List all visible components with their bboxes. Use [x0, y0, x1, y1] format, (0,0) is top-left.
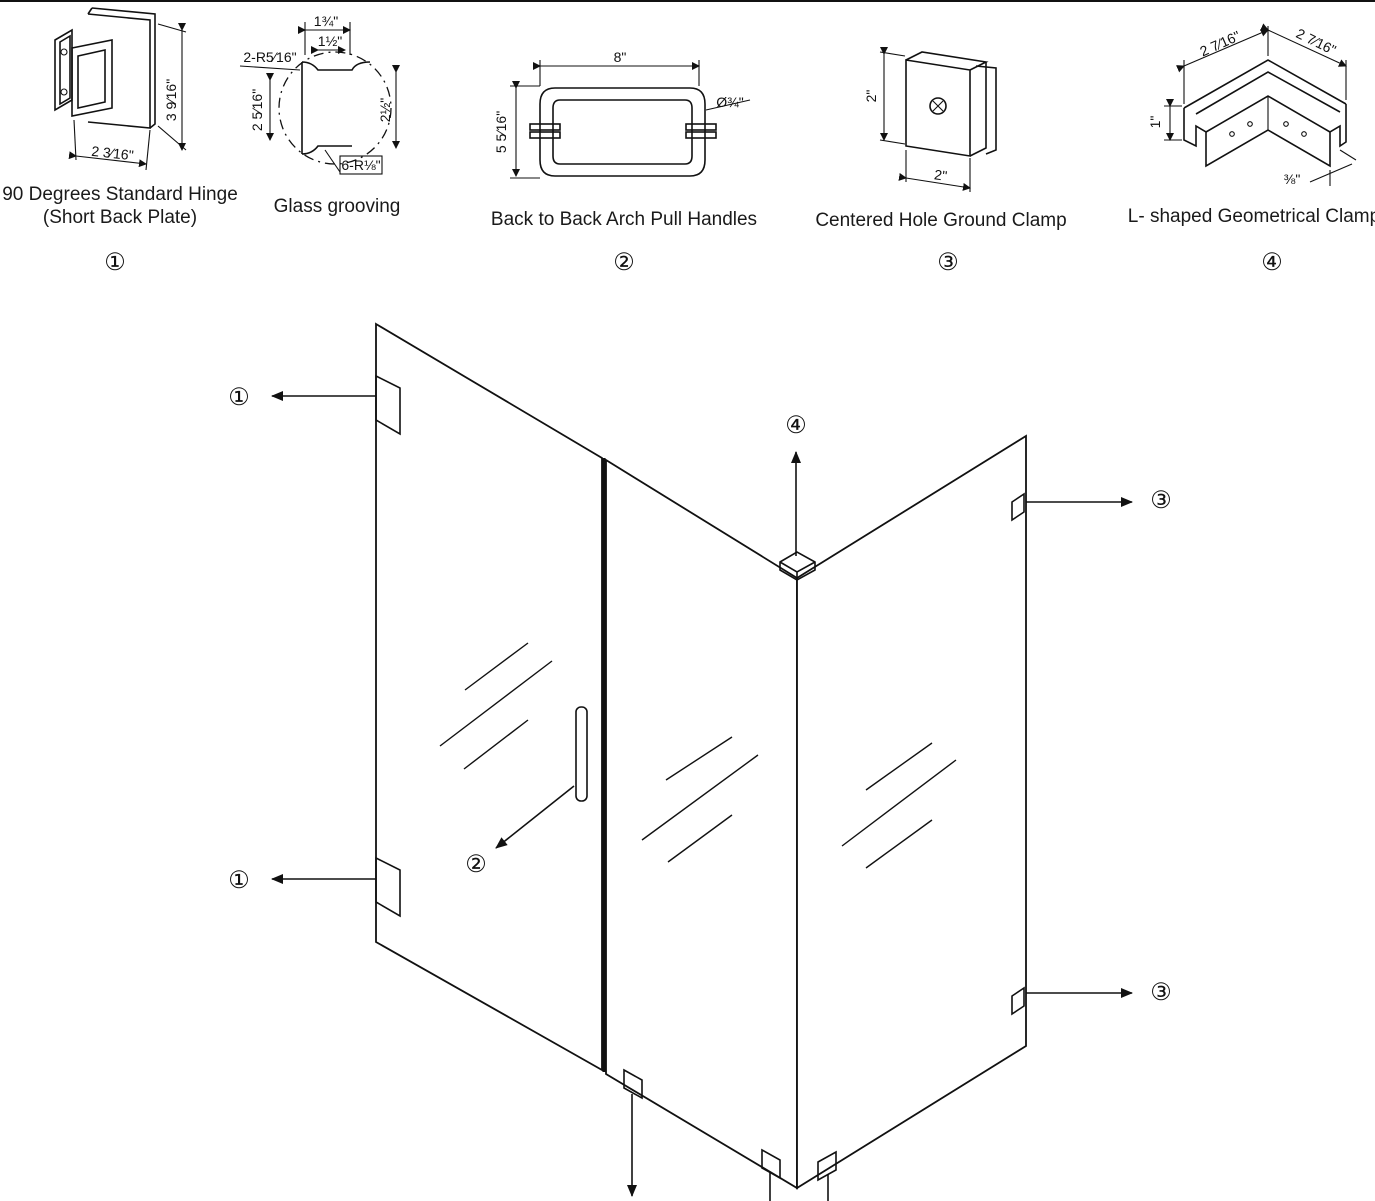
handle-number: ② — [613, 249, 635, 276]
handle-height-dim: 5 5⁄16" — [493, 111, 509, 153]
groove-corner-radius-dim: 6-R⅛" — [341, 157, 380, 173]
hinge-height-dim: 3 9⁄16" — [163, 79, 179, 121]
lclamp-height-dim: 1" — [1147, 116, 1163, 129]
hinge-width-dim: 2 3⁄16" — [91, 143, 135, 163]
glass-grooving-drawing — [239, 22, 400, 175]
callout-hinge-top: ① — [228, 384, 250, 411]
l-clamp-drawing — [1164, 23, 1357, 186]
callout-hinge-bottom: ① — [228, 867, 250, 894]
hinge-component-drawing — [54, 7, 187, 171]
return-panel — [796, 434, 1027, 1190]
handle-diameter-dim: Ø¾" — [716, 94, 744, 110]
callout-arrows — [271, 391, 1133, 1197]
lclamp-left-dim: 2 7⁄16" — [1197, 28, 1242, 60]
groove-right-height-dim: 2½" — [377, 98, 393, 122]
enclosure-glass-panels — [375, 322, 1027, 1190]
clamp-title: Centered Hole Ground Clamp — [815, 210, 1066, 231]
hinge-bottom-marker — [375, 856, 401, 918]
hinge-subtitle: (Short Back Plate) — [43, 207, 197, 228]
corner-clamp-marker — [779, 551, 816, 581]
ground-clamp-drawing — [879, 47, 997, 192]
handle-title: Back to Back Arch Pull Handles — [491, 209, 757, 230]
callout-clamp-top: ③ — [1150, 487, 1172, 514]
handle-length-dim: 8" — [614, 49, 627, 65]
clamp-number: ③ — [937, 249, 959, 276]
clamp-bottom-marker — [1011, 986, 1025, 1016]
hinge-number: ① — [104, 249, 126, 276]
lclamp-title: L- shaped Geometrical Clamp — [1128, 206, 1375, 227]
groove-width-dim: 1¾" — [314, 13, 338, 29]
groove-radius-dim: 2-R5⁄16" — [243, 49, 296, 65]
callout-handle: ② — [465, 851, 487, 878]
door-handle-marker — [575, 706, 588, 802]
pull-handle-drawing — [510, 60, 751, 179]
callout-clamp-bottom: ③ — [1150, 979, 1172, 1006]
groove-left-height-dim: 2 5⁄16" — [249, 89, 265, 131]
lclamp-thickness-dim: ⅜" — [1284, 171, 1301, 187]
lclamp-number: ④ — [1261, 249, 1283, 276]
hinge-title: 90 Degrees Standard Hinge — [2, 184, 238, 205]
clamp-top-marker — [1011, 492, 1025, 522]
door-panel — [375, 322, 603, 1072]
floor-clamps — [623, 1068, 837, 1201]
clamp-width-dim: 2" — [933, 166, 948, 184]
clamp-height-dim: 2" — [863, 90, 879, 103]
callout-corner-clamp: ④ — [785, 412, 807, 439]
lclamp-right-dim: 2 7⁄16" — [1294, 25, 1339, 58]
door-hinges — [375, 374, 401, 918]
fixed-front-panel — [605, 458, 798, 1190]
return-clamps — [1011, 492, 1025, 1016]
hinge-top-marker — [375, 374, 401, 436]
glass-grooving-title: Glass grooving — [274, 196, 401, 217]
groove-inner-width-dim: 1½" — [318, 33, 342, 49]
